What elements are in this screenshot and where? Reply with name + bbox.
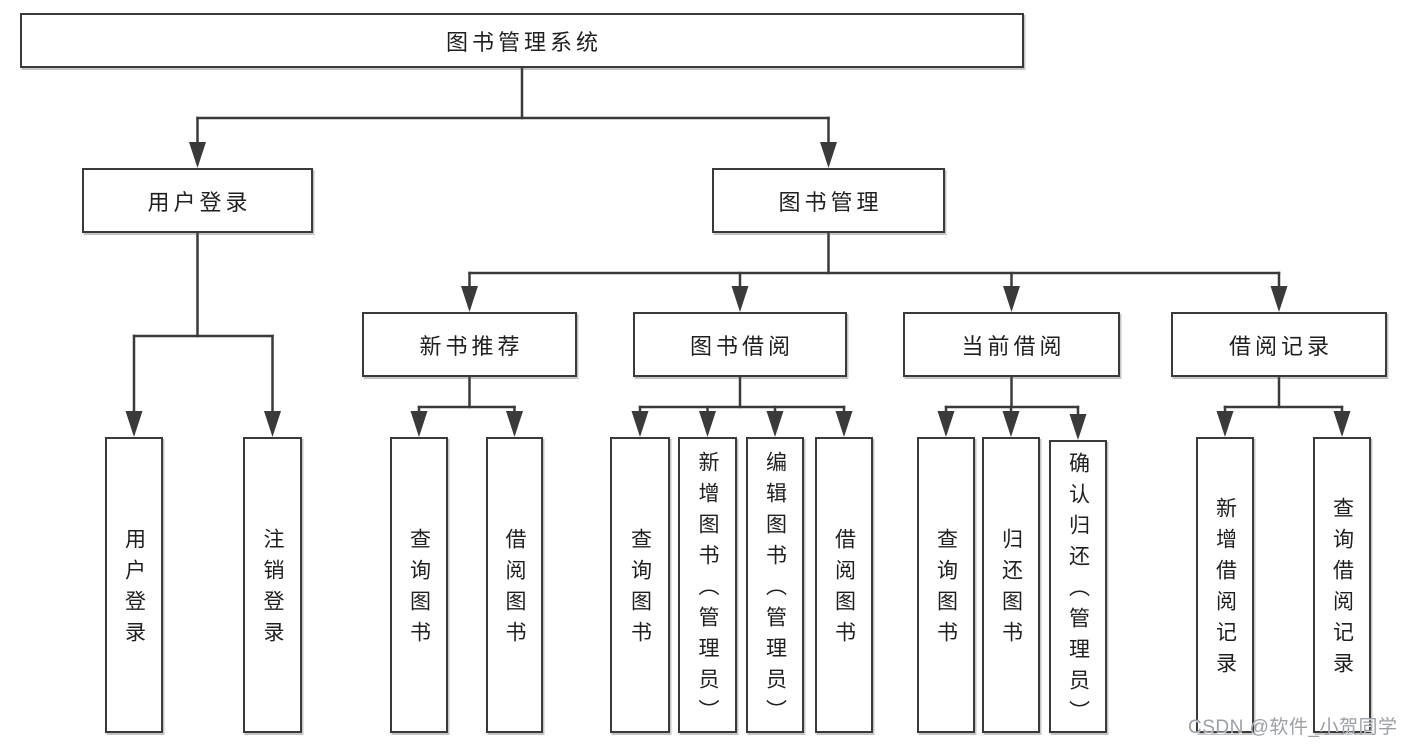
node-label: 借阅图书 <box>832 528 856 652</box>
node-label: 新增图书（管理员） <box>696 450 719 730</box>
node-label: 用户登录 <box>147 189 252 215</box>
node-borrow-books-borrowing: 借阅图书 <box>815 437 873 733</box>
node-confirm-return-admin: 确认归还（管理员） <box>1049 440 1107 733</box>
node-query-books-borrowing: 查询图书 <box>610 437 670 733</box>
node-borrow-books-recommend: 借阅图书 <box>486 437 543 733</box>
node-query-borrowing-record: 查询借阅记录 <box>1313 437 1371 733</box>
node-label: 查询图书 <box>934 528 958 652</box>
node-label: 确认归还（管理员） <box>1066 452 1090 731</box>
node-borrowing-records: 借阅记录 <box>1171 312 1387 377</box>
node-label: 借阅图书 <box>503 528 526 652</box>
node-edit-book-admin: 编辑图书（管理员） <box>746 437 804 733</box>
node-add-book-admin: 新增图书（管理员） <box>678 437 737 733</box>
watermark: CSDN @软件_小贺同学 <box>1188 717 1398 738</box>
node-label: 借阅记录 <box>1228 333 1333 359</box>
node-label: 查询借阅记录 <box>1330 497 1354 683</box>
node-logout-login: 注销登录 <box>243 437 302 733</box>
node-add-borrowing-record: 新增借阅记录 <box>1196 437 1254 733</box>
node-label: 图书借阅 <box>689 333 794 359</box>
node-query-books-current: 查询图书 <box>917 437 975 733</box>
node-label: 图书管理系统 <box>445 29 602 55</box>
node-current-borrowing: 当前借阅 <box>903 312 1120 377</box>
node-label: 新书推荐 <box>419 333 524 359</box>
node-book-borrowing: 图书借阅 <box>633 312 847 377</box>
node-label: 查询图书 <box>407 528 431 652</box>
node-label: 查询图书 <box>628 528 652 652</box>
node-label: 归还图书 <box>999 528 1023 652</box>
node-label: 当前借阅 <box>961 333 1066 359</box>
node-return-book: 归还图书 <box>982 437 1040 733</box>
node-label: 注销登录 <box>261 528 284 652</box>
node-label: 图书管理 <box>778 189 883 215</box>
node-library-management-system: 图书管理系统 <box>20 13 1024 68</box>
node-user-login-leaf: 用户登录 <box>105 437 163 733</box>
node-query-books-recommend: 查询图书 <box>390 437 448 733</box>
node-label: 用户登录 <box>122 528 146 652</box>
node-label: 编辑图书（管理员） <box>763 450 787 730</box>
node-user-login: 用户登录 <box>82 168 313 233</box>
node-book-management: 图书管理 <box>712 168 945 233</box>
node-new-book-recommendation: 新书推荐 <box>362 312 577 377</box>
node-label: 新增借阅记录 <box>1213 497 1237 683</box>
